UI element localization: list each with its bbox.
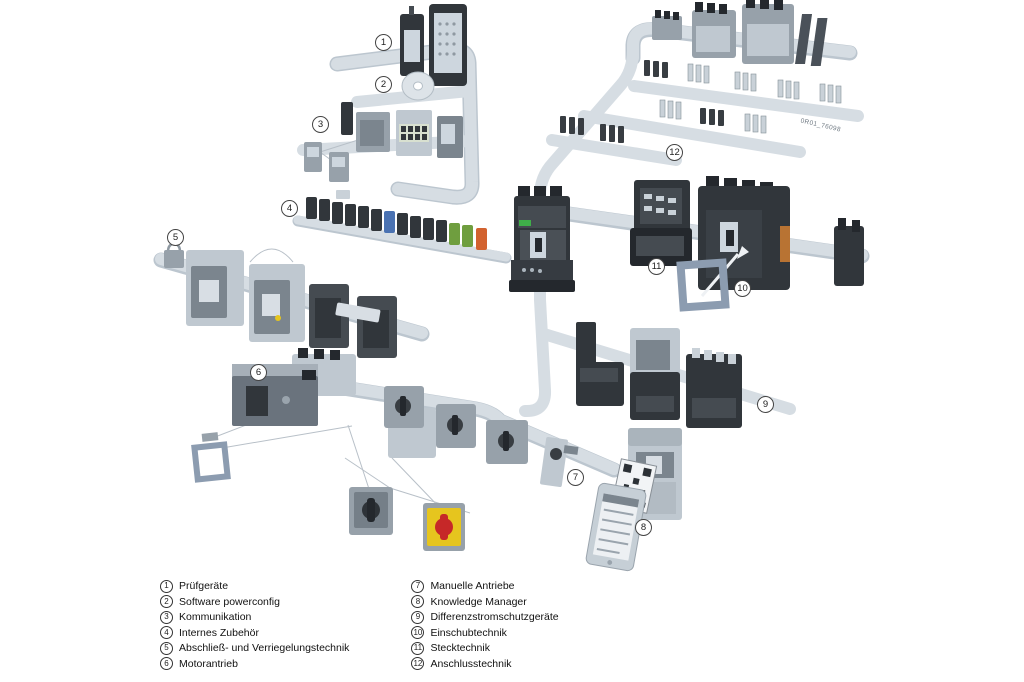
- legend-number: 12: [411, 657, 425, 671]
- legend-item: 2 Software powerconfig: [160, 595, 349, 609]
- callout-10: 10: [734, 280, 751, 297]
- legend-item: 11 Stecktechnik: [411, 641, 558, 655]
- motor-operator-group: [191, 348, 356, 483]
- legend-number: 10: [411, 626, 425, 640]
- manual-operators-group: [349, 386, 579, 551]
- legend-number: 9: [411, 610, 425, 624]
- legend-label: Stecktechnik: [430, 642, 490, 655]
- legend-label: Kommunikation: [179, 611, 252, 624]
- callout-7: 7: [567, 469, 584, 486]
- callout-4: 4: [281, 200, 298, 217]
- legend-label: Motorantrieb: [179, 657, 238, 670]
- legend-number: 8: [411, 595, 425, 609]
- callout-2: 2: [375, 76, 392, 93]
- legend-label: Internes Zubehör: [179, 626, 259, 639]
- legend-number: 3: [160, 610, 173, 624]
- internal-accessories-group: [306, 190, 487, 250]
- legend-number: 6: [160, 657, 173, 671]
- end-connector: [834, 218, 864, 286]
- callout-5: 5: [167, 229, 184, 246]
- legend-label: Manuelle Antriebe: [430, 580, 515, 593]
- test-devices-group: [400, 4, 467, 86]
- callout-1: 1: [375, 34, 392, 51]
- callout-6: 6: [250, 364, 267, 381]
- legend-item: 7 Manuelle Antriebe: [411, 579, 558, 593]
- drawout-group: [676, 176, 790, 312]
- legend-item: 1 Prüfgeräte: [160, 579, 349, 593]
- legend-number: 7: [411, 579, 425, 593]
- legend-column-left: 1 Prüfgeräte 2 Software powerconfig 3 Ko…: [160, 579, 350, 671]
- legend-number: 11: [411, 641, 425, 655]
- rcd-group: [576, 322, 742, 428]
- legend-number: 4: [160, 626, 173, 640]
- legend-label: Knowledge Manager: [430, 595, 527, 608]
- software-cd: [401, 71, 435, 101]
- legend-number: 1: [160, 579, 173, 593]
- legend-label: Software powerconfig: [179, 595, 280, 608]
- locking-devices-group: [164, 242, 397, 358]
- callout-9: 9: [757, 396, 774, 413]
- callout-12: 12: [666, 144, 683, 161]
- legend-label: Prüfgeräte: [179, 580, 229, 593]
- legend-item: 5 Abschließ- und Verriegelungstechnik: [160, 641, 350, 655]
- legend-item: 10 Einschubtechnik: [411, 626, 558, 640]
- legend-label: Differenzstromschutzgeräte: [430, 611, 559, 624]
- connection-terminals-group: [560, 0, 842, 143]
- legend-number: 5: [160, 641, 173, 655]
- callout-3: 3: [312, 116, 329, 133]
- legend-item: 12 Anschlusstechnik: [411, 657, 558, 671]
- communication-modules-group: [304, 102, 463, 182]
- legend-label: Einschubtechnik: [430, 626, 507, 639]
- knowledge-manager-group: [585, 428, 682, 572]
- legend-item: 9 Differenzstromschutzgeräte: [411, 610, 559, 624]
- main-breaker: [509, 186, 575, 292]
- plugin-socket-group: [630, 180, 692, 266]
- callout-8: 8: [635, 519, 652, 536]
- legend: 1 Prüfgeräte 2 Software powerconfig 3 Ko…: [160, 579, 559, 671]
- legend-column-right: 7 Manuelle Antriebe 8 Knowledge Manager …: [411, 579, 559, 671]
- callout-11: 11: [648, 258, 665, 275]
- legend-item: 3 Kommunikation: [160, 610, 349, 624]
- legend-item: 6 Motorantrieb: [160, 657, 349, 671]
- legend-label: Anschlusstechnik: [430, 657, 512, 670]
- legend-item: 8 Knowledge Manager: [411, 595, 558, 609]
- legend-item: 4 Internes Zubehör: [160, 626, 349, 640]
- legend-label: Abschließ- und Verriegelungstechnik: [179, 642, 350, 655]
- legend-number: 2: [160, 595, 173, 609]
